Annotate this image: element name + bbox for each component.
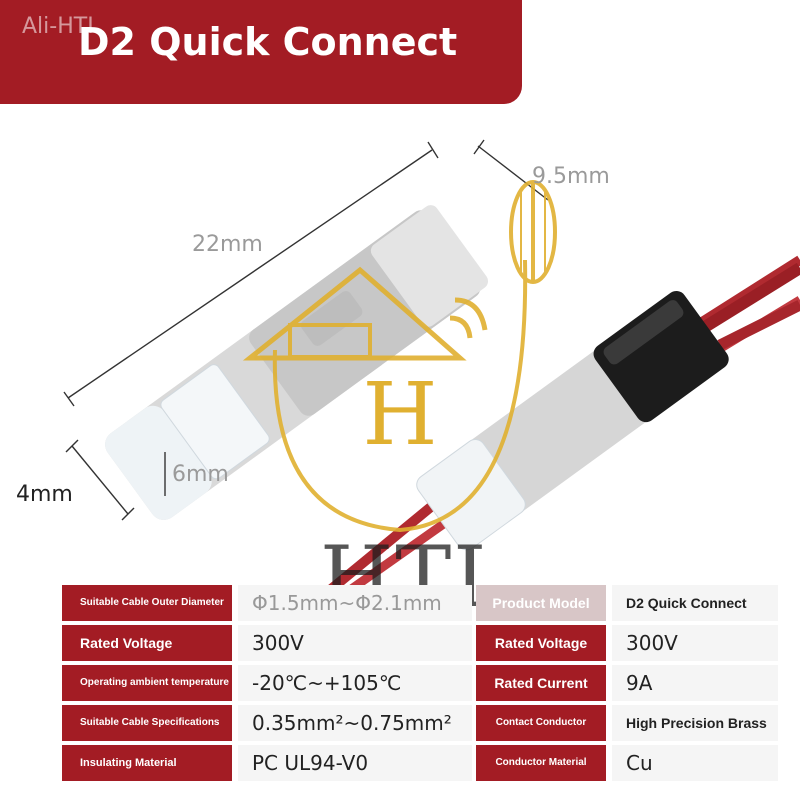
table-row: Rated Voltage 300V Rated Voltage 300V — [62, 625, 778, 661]
connector-large — [105, 205, 489, 520]
spec-value: PC UL94-V0 — [238, 745, 472, 781]
table-row: Suitable Cable Outer Diameter Φ1.5mm~Φ2.… — [62, 585, 778, 621]
dimension-width: 9.5mm — [532, 164, 610, 189]
dimension-depth: 4mm — [16, 482, 73, 507]
spec-value: High Precision Brass — [612, 705, 778, 741]
spec-label: Rated Voltage — [62, 625, 232, 661]
spec-label: Suitable Cable Specifications — [62, 705, 232, 741]
table-row: Operating ambient temperature -20℃~+105℃… — [62, 665, 778, 701]
dimension-height: 6mm — [172, 462, 229, 487]
table-row: Suitable Cable Specifications 0.35mm²~0.… — [62, 705, 778, 741]
spec-label: Rated Current — [476, 665, 606, 701]
spec-label: Conductor Material — [476, 745, 606, 781]
connector-small — [416, 290, 729, 551]
spec-label: Contact Conductor — [476, 705, 606, 741]
gold-letter-h: H — [363, 365, 438, 465]
spec-value: 300V — [612, 625, 778, 661]
spec-value: 0.35mm²~0.75mm² — [238, 705, 472, 741]
spec-value: D2 Quick Connect — [612, 585, 778, 621]
spec-value: 300V — [238, 625, 472, 661]
spec-label: Operating ambient temperature — [62, 665, 232, 701]
gold-logo-watermark — [242, 180, 557, 533]
page-title: D2 Quick Connect — [78, 20, 458, 64]
spec-label: Product Model — [476, 585, 606, 621]
brand-watermark: Ali-HTI — [22, 14, 94, 39]
spec-label: Rated Voltage — [476, 625, 606, 661]
product-illustration: H — [63, 139, 800, 590]
spec-value: 9A — [612, 665, 778, 701]
dimension-length: 22mm — [192, 232, 263, 257]
dimension-lines — [63, 139, 549, 521]
spec-value: Φ1.5mm~Φ2.1mm — [238, 585, 472, 621]
spec-value: Cu — [612, 745, 778, 781]
title-banner: Ali-HTI D2 Quick Connect — [0, 0, 522, 104]
spec-value: -20℃~+105℃ — [238, 665, 472, 701]
spec-label: Suitable Cable Outer Diameter — [62, 585, 232, 621]
table-row: Insulating Material PC UL94-V0 Conductor… — [62, 745, 778, 781]
spec-label: Insulating Material — [62, 745, 232, 781]
